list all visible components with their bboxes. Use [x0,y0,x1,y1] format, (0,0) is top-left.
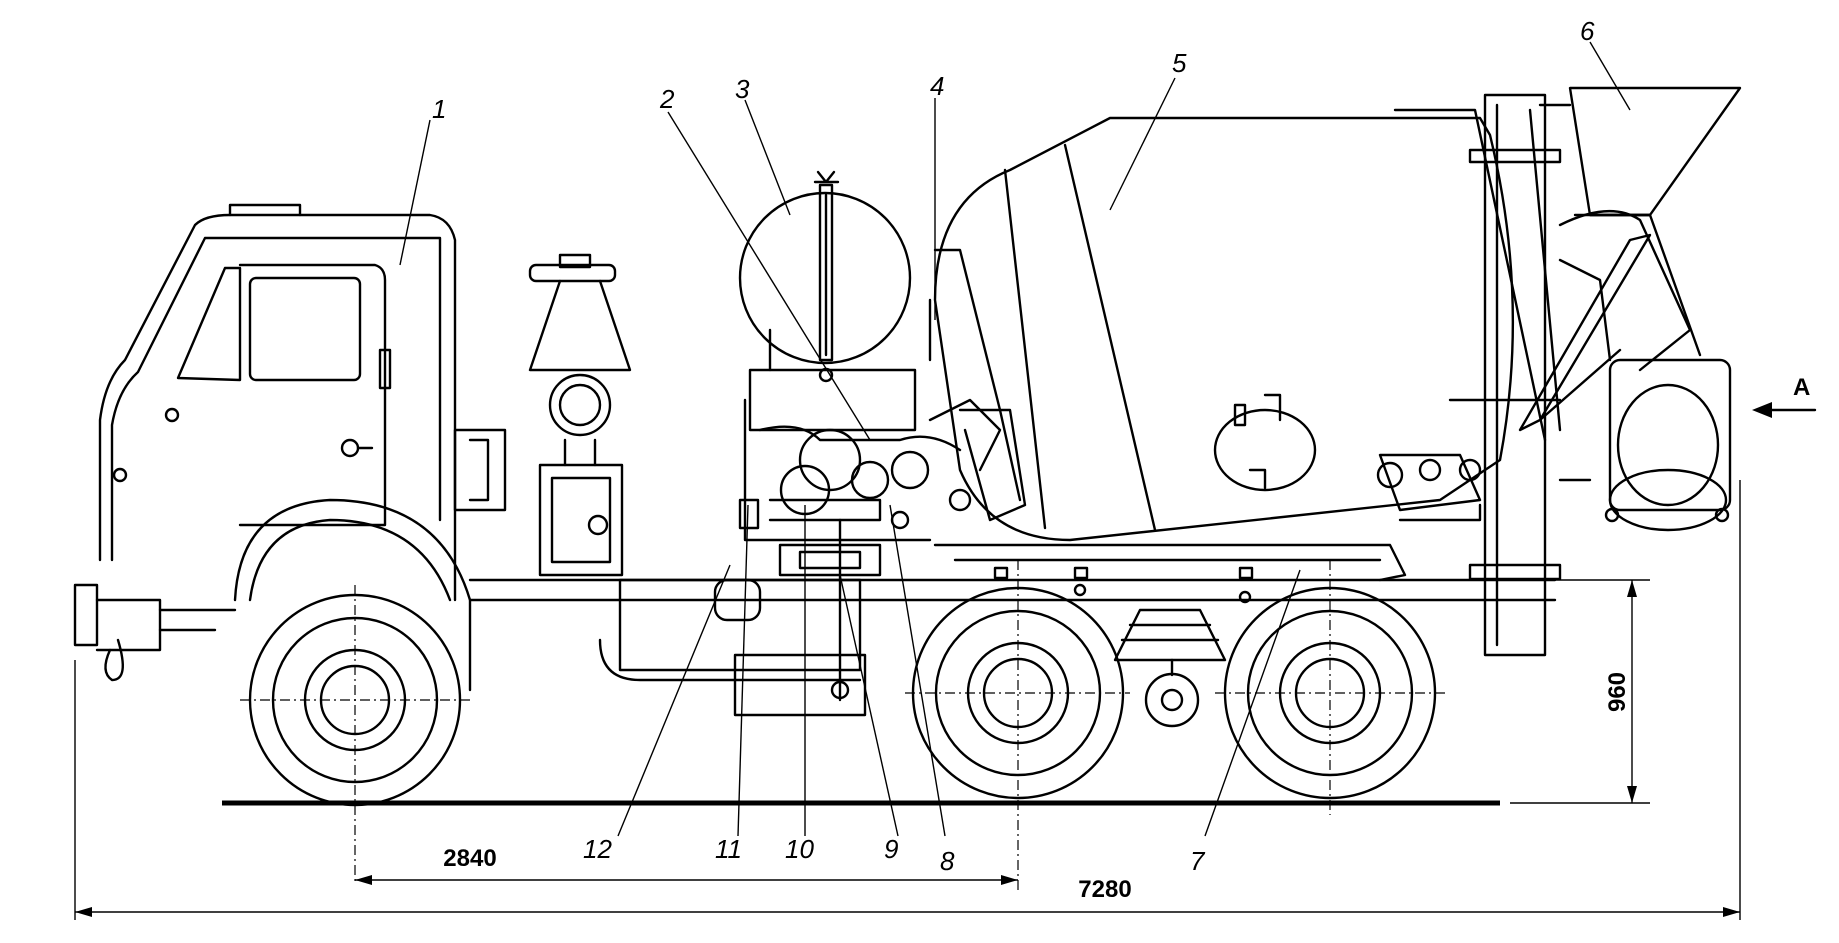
pump-unit [738,298,1002,542]
rear-suspension [1113,608,1227,728]
callout-10: 10 [785,834,814,864]
drum-rear-support [1376,93,1562,657]
dimension-overall-length: 7280 [1078,876,1131,903]
front-fender [233,498,472,692]
callout-4: 4 [930,71,944,101]
callout-5: 5 [1172,48,1187,78]
water-tank [738,170,912,383]
callout-3: 3 [735,74,750,104]
cab [73,203,457,682]
callout-12: 12 [583,834,612,864]
dimension-wheelbase: 2840 [443,845,496,872]
discharge-chute [1518,210,1732,532]
callout-2: 2 [659,84,675,114]
callout-1: 1 [432,94,446,124]
callout-9: 9 [884,834,898,864]
callout-8: 8 [940,846,955,876]
callout-6: 6 [1580,16,1595,46]
loading-hopper [1538,86,1742,362]
mixing-drum [933,116,1515,542]
dimension-height: 960 [1604,672,1631,712]
air-intake [453,253,632,577]
leader-lines [399,41,1631,837]
callout-7: 7 [1190,846,1206,876]
callout-11: 11 [715,834,742,864]
chassis-frame [468,518,1557,717]
view-arrow [1752,402,1817,418]
view-label: A [1793,374,1810,401]
